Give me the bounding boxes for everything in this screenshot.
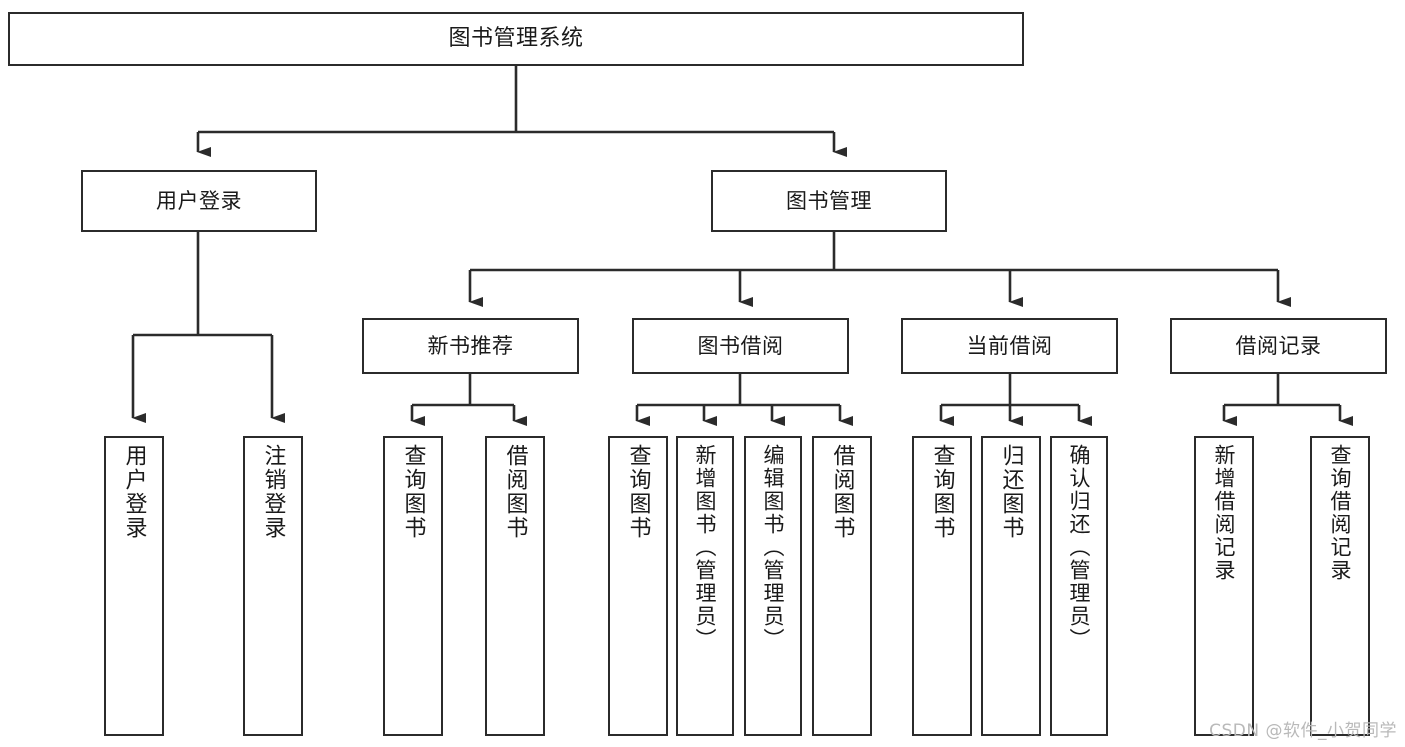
node-current-borrow[interactable]: 当前借阅 (901, 318, 1118, 374)
node-root-system[interactable]: 图书管理系统 (8, 12, 1024, 66)
node-label: 借阅图书 (829, 444, 855, 540)
node-leaf-user-login[interactable]: 用户登录 (104, 436, 164, 736)
node-book-management[interactable]: 图书管理 (711, 170, 947, 232)
node-leaf-add-borrow-record[interactable]: 新增借阅记录 (1194, 436, 1254, 736)
node-leaf-add-book-admin[interactable]: 新增图书（管理员） (676, 436, 734, 736)
node-label: 查询图书 (625, 444, 651, 540)
node-label: 用户登录 (156, 188, 242, 213)
node-label: 新增借阅记录 (1212, 444, 1237, 582)
node-label: 查询借阅记录 (1328, 444, 1353, 582)
node-label: 新增图书（管理员） (693, 444, 718, 651)
node-leaf-logout[interactable]: 注销登录 (243, 436, 303, 736)
node-leaf-borrow-book-recommend[interactable]: 借阅图书 (485, 436, 545, 736)
node-leaf-edit-book-admin[interactable]: 编辑图书（管理员） (744, 436, 802, 736)
node-leaf-borrow-book[interactable]: 借阅图书 (812, 436, 872, 736)
node-leaf-query-borrow-record[interactable]: 查询借阅记录 (1310, 436, 1370, 736)
node-leaf-return-book[interactable]: 归还图书 (981, 436, 1041, 736)
node-label: 注销登录 (260, 444, 286, 540)
csdn-watermark: CSDN @软件_小贺同学 (1209, 721, 1397, 741)
node-label: 编辑图书（管理员） (761, 444, 786, 651)
node-borrow-record[interactable]: 借阅记录 (1170, 318, 1387, 374)
node-leaf-query-book-current[interactable]: 查询图书 (912, 436, 972, 736)
node-label: 新书推荐 (427, 333, 514, 358)
node-label: 图书管理 (786, 188, 872, 213)
node-label: 归还图书 (998, 444, 1024, 540)
node-label: 借阅图书 (502, 444, 528, 540)
node-book-borrow[interactable]: 图书借阅 (632, 318, 849, 374)
node-new-book-recommend[interactable]: 新书推荐 (362, 318, 579, 374)
node-label: 确认归还（管理员） (1067, 444, 1092, 651)
node-leaf-query-book-recommend[interactable]: 查询图书 (383, 436, 443, 736)
node-label: 查询图书 (929, 444, 955, 540)
node-label: 图书管理系统 (448, 26, 584, 52)
node-leaf-query-book[interactable]: 查询图书 (608, 436, 668, 736)
node-label: 图书借阅 (697, 333, 784, 358)
node-label: 用户登录 (121, 444, 147, 540)
node-user-login[interactable]: 用户登录 (81, 170, 317, 232)
node-leaf-confirm-return-admin[interactable]: 确认归还（管理员） (1050, 436, 1108, 736)
node-label: 当前借阅 (966, 333, 1053, 358)
node-label: 借阅记录 (1235, 333, 1322, 358)
node-label: 查询图书 (400, 444, 426, 540)
